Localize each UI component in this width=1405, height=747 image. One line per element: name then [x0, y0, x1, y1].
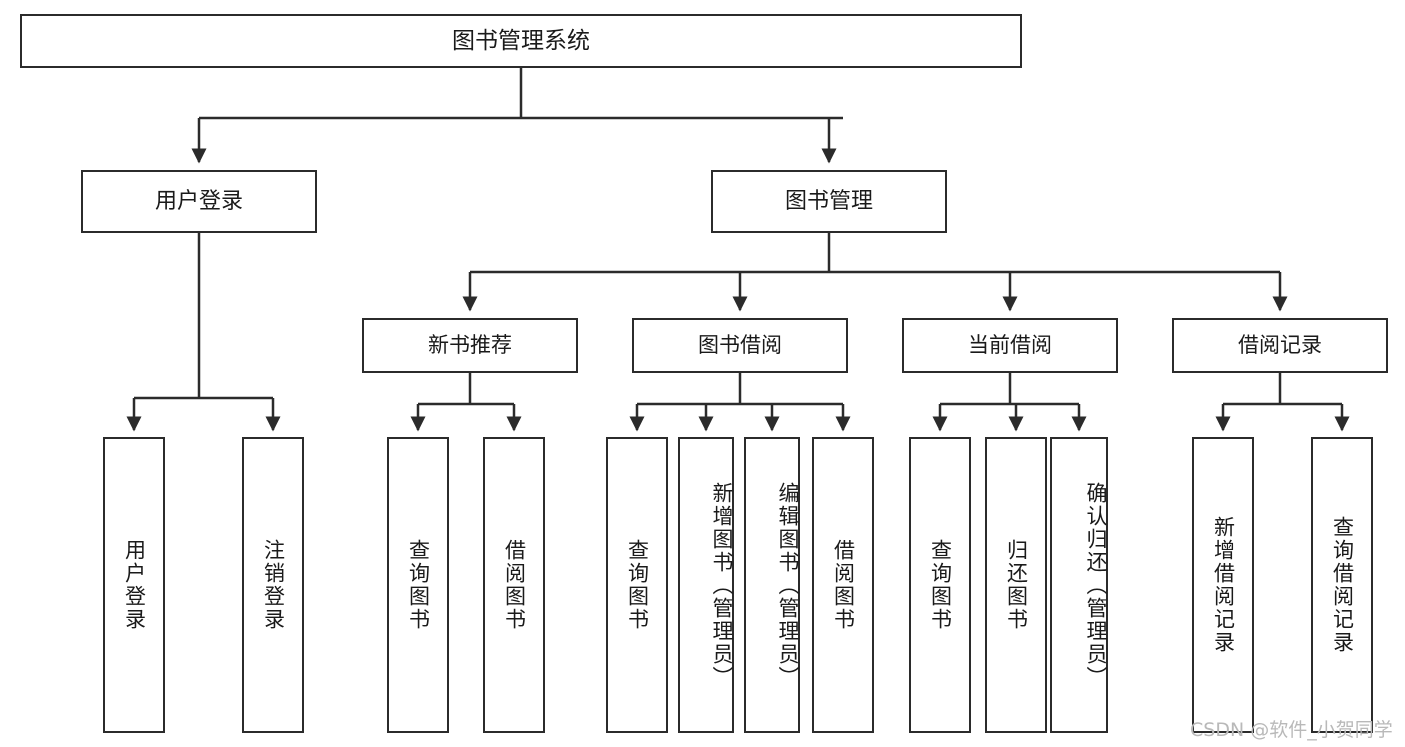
node-leaf-add-borrow-record-label: 新增借阅记录	[1211, 516, 1236, 654]
node-user-login[interactable]: 用户登录	[81, 170, 317, 233]
node-leaf-borrow-book-2-label: 借阅图书	[831, 539, 856, 631]
node-leaf-borrow-book-1[interactable]: 借阅图书	[483, 437, 545, 733]
node-book-manage[interactable]: 图书管理	[711, 170, 947, 233]
node-leaf-user-login[interactable]: 用户登录	[103, 437, 165, 733]
node-leaf-return-book-label: 归还图书	[1004, 539, 1029, 631]
node-leaf-borrow-book-2[interactable]: 借阅图书	[812, 437, 874, 733]
node-leaf-query-book-1-label: 查询图书	[406, 539, 431, 631]
node-borrow-record[interactable]: 借阅记录	[1172, 318, 1388, 373]
node-book-manage-label: 图书管理	[784, 188, 873, 214]
node-current-borrow[interactable]: 当前借阅	[902, 318, 1118, 373]
node-leaf-add-borrow-record[interactable]: 新增借阅记录	[1192, 437, 1254, 733]
node-leaf-add-book-admin-label: 新增图书（管理员）	[710, 481, 734, 689]
node-current-borrow-label: 当前借阅	[968, 333, 1052, 357]
node-leaf-add-book-admin[interactable]: 新增图书（管理员）	[678, 437, 734, 733]
node-root-label: 图书管理系统	[452, 27, 590, 54]
csdn-watermark: CSDN @软件_小贺同学	[1190, 719, 1393, 741]
node-leaf-query-book-2[interactable]: 查询图书	[606, 437, 668, 733]
node-leaf-user-logout[interactable]: 注销登录	[242, 437, 304, 733]
node-leaf-confirm-return-admin-label: 确认归还（管理员）	[1084, 481, 1108, 689]
node-leaf-query-book-1[interactable]: 查询图书	[387, 437, 449, 733]
node-leaf-edit-book-admin-label: 编辑图书（管理员）	[776, 481, 800, 689]
node-root[interactable]: 图书管理系统	[20, 14, 1022, 68]
node-book-borrow-label: 图书借阅	[698, 333, 782, 357]
node-leaf-confirm-return-admin[interactable]: 确认归还（管理员）	[1050, 437, 1108, 733]
node-leaf-return-book[interactable]: 归还图书	[985, 437, 1047, 733]
node-user-login-label: 用户登录	[154, 188, 243, 214]
node-leaf-query-borrow-record[interactable]: 查询借阅记录	[1311, 437, 1373, 733]
node-leaf-query-book-2-label: 查询图书	[625, 539, 650, 631]
node-new-book-rec[interactable]: 新书推荐	[362, 318, 578, 373]
node-leaf-query-book-3[interactable]: 查询图书	[909, 437, 971, 733]
node-leaf-borrow-book-1-label: 借阅图书	[502, 539, 527, 631]
node-leaf-query-book-3-label: 查询图书	[928, 539, 953, 631]
node-leaf-user-logout-label: 注销登录	[261, 539, 286, 631]
node-leaf-user-login-label: 用户登录	[122, 539, 147, 631]
node-new-book-rec-label: 新书推荐	[428, 333, 512, 357]
node-leaf-query-borrow-record-label: 查询借阅记录	[1330, 516, 1355, 654]
node-leaf-edit-book-admin[interactable]: 编辑图书（管理员）	[744, 437, 800, 733]
node-borrow-record-label: 借阅记录	[1238, 333, 1322, 357]
node-book-borrow[interactable]: 图书借阅	[632, 318, 848, 373]
